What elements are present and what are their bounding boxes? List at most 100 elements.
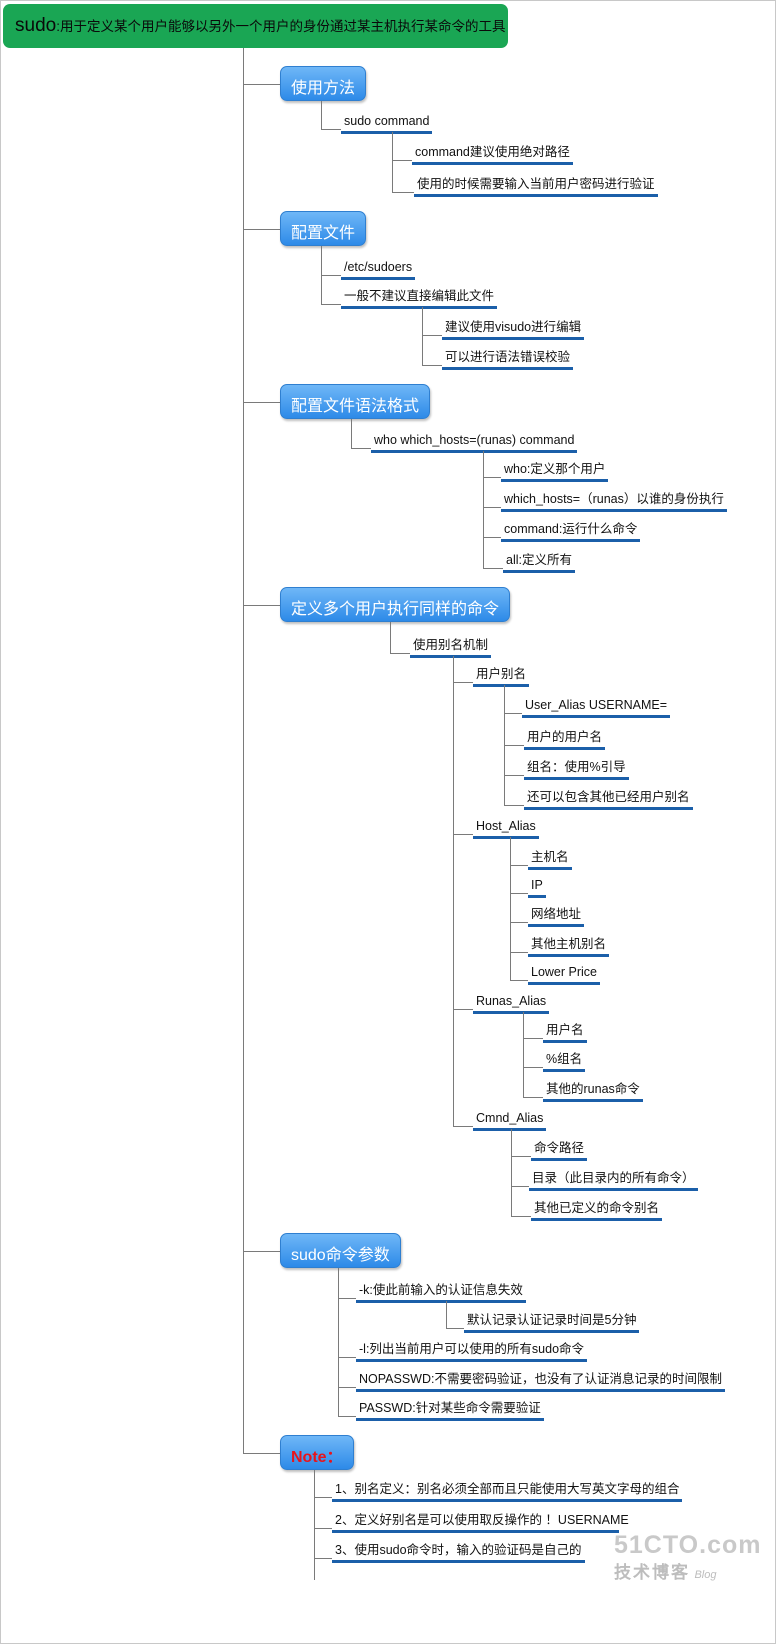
node-other-cmnd-alias[interactable]: 其他已定义的命令别名 (531, 1200, 663, 1221)
node-username[interactable]: 用户的用户名 (524, 729, 606, 750)
connector (483, 537, 501, 538)
connector (511, 1216, 531, 1217)
connector (511, 1129, 512, 1216)
connector (453, 682, 473, 683)
node-runas-other[interactable]: 其他的runas命令 (543, 1081, 643, 1102)
node-host-alias[interactable]: Host_Alias (473, 818, 539, 839)
node-command[interactable]: command:运行什么命令 (501, 521, 641, 542)
connector (243, 605, 280, 606)
node-passwd[interactable]: PASSWD:针对某些命令需要验证 (356, 1400, 544, 1421)
connector (390, 653, 410, 654)
connector (510, 922, 528, 923)
connector (446, 1328, 464, 1329)
connector (338, 1416, 356, 1417)
node-visudo[interactable]: 建议使用visudo进行编辑 (442, 319, 585, 340)
node-user-alias[interactable]: 用户别名 (473, 666, 530, 687)
node-lower-price[interactable]: Lower Price (528, 964, 600, 985)
connector (314, 1528, 332, 1529)
connector (351, 419, 352, 448)
connector (243, 402, 280, 403)
node-runas-alias[interactable]: Runas_Alias (473, 993, 550, 1014)
node-option-l[interactable]: -l:列出当前用户可以使用的所有sudo命令 (356, 1341, 588, 1362)
connector (314, 1558, 332, 1559)
node-nopasswd[interactable]: NOPASSWD:不需要密码验证，也没有了认证消息记录的时间限制 (356, 1371, 725, 1392)
root-node[interactable]: sudo:用于定义某个用户能够以另外一个用户的身份通过某主机执行某命令的工具 (3, 4, 508, 48)
root-lead: sudo (15, 15, 57, 36)
connector (422, 365, 442, 366)
node-which-hosts[interactable]: which_hosts=（runas）以谁的身份执行 (501, 491, 727, 512)
node-all[interactable]: all:定义所有 (503, 552, 575, 573)
node-password[interactable]: 使用的时候需要输入当前用户密码进行验证 (414, 176, 658, 197)
connector (321, 129, 341, 130)
connector (338, 1357, 356, 1358)
topic-sudo-options[interactable]: sudo命令参数 (280, 1233, 401, 1268)
node-five-minutes[interactable]: 默认记录认证记录时间是5分钟 (464, 1312, 640, 1333)
trunk-line (243, 48, 244, 1453)
connector (314, 1470, 315, 1580)
connector (523, 1067, 543, 1068)
node-runas-username[interactable]: 用户名 (543, 1022, 587, 1043)
connector (422, 335, 442, 336)
note-item-2[interactable]: 2、定义好别名是可以使用取反操作的 ！USERNAME (332, 1512, 629, 1533)
node-ip[interactable]: IP (528, 877, 546, 898)
connector (510, 865, 528, 866)
connector (523, 1097, 543, 1098)
connector (243, 1453, 280, 1454)
node-directory[interactable]: 目录（此目录内的所有命令） (529, 1170, 698, 1191)
connector (453, 1126, 473, 1127)
connector (392, 160, 412, 161)
node-syntax-line[interactable]: who which_hosts=(runas) command (371, 432, 578, 453)
connector (243, 84, 280, 85)
connector (338, 1387, 356, 1388)
connector (523, 1038, 543, 1039)
topic-syntax-format[interactable]: 配置文件语法格式 (280, 384, 431, 419)
node-other-host-alias[interactable]: 其他主机别名 (528, 936, 610, 957)
connector (453, 656, 454, 1126)
node-no-direct-edit[interactable]: 一般不建议直接编辑此文件 (341, 288, 498, 309)
connector (390, 622, 391, 653)
watermark-label: 技术博客 (614, 1563, 690, 1582)
connector (504, 805, 524, 806)
node-alias-mechanism[interactable]: 使用别名机制 (410, 637, 492, 658)
topic-note[interactable]: Note： (280, 1435, 354, 1470)
node-etc-sudoers[interactable]: /etc/sudoers (341, 259, 416, 280)
connector (510, 952, 528, 953)
node-option-k[interactable]: -k:使此前输入的认证信息失效 (356, 1282, 526, 1303)
connector (321, 101, 322, 129)
connector (422, 307, 423, 365)
topic-config-file[interactable]: 配置文件 (280, 211, 367, 246)
connector (510, 837, 511, 980)
connector (504, 713, 522, 714)
connector (321, 304, 341, 305)
node-sudo-command[interactable]: sudo command (341, 113, 433, 134)
connector (504, 745, 524, 746)
connector (338, 1298, 356, 1299)
topic-multi-user[interactable]: 定义多个用户执行同样的命令 (280, 587, 511, 622)
node-absolute-path[interactable]: command建议使用绝对路径 (412, 144, 573, 165)
connector (453, 834, 473, 835)
node-runas-group[interactable]: %组名 (543, 1051, 586, 1072)
node-network-address[interactable]: 网络地址 (528, 906, 585, 927)
connector (504, 775, 524, 776)
note-item-1[interactable]: 1、别名定义：别名必须全部而且只能使用大写英文字母的组合 (332, 1481, 683, 1502)
connector (243, 229, 280, 230)
topic-usage[interactable]: 使用方法 (280, 66, 367, 101)
node-hostname[interactable]: 主机名 (528, 849, 572, 870)
node-command-path[interactable]: 命令路径 (531, 1140, 588, 1161)
node-nested-alias[interactable]: 还可以包含其他已经用户别名 (524, 789, 693, 810)
connector (446, 1301, 447, 1328)
node-syntax-check[interactable]: 可以进行语法错误校验 (442, 349, 574, 370)
connector (511, 1156, 531, 1157)
watermark-site: 51CTO.com (614, 1531, 762, 1559)
connector (314, 1497, 332, 1498)
node-user-alias-syntax[interactable]: User_Alias USERNAME= (522, 697, 671, 718)
node-group-name[interactable]: 组名：使用%引导 (524, 759, 629, 780)
connector (351, 448, 371, 449)
root-text: :用于定义某个用户能够以另外一个用户的身份通过某主机执行某命令的工具 (56, 19, 506, 34)
connector (392, 132, 393, 192)
node-who[interactable]: who:定义那个用户 (501, 461, 609, 482)
connector (243, 1251, 280, 1252)
note-item-3[interactable]: 3、使用sudo命令时，输入的验证码是自己的 (332, 1542, 585, 1563)
node-cmnd-alias[interactable]: Cmnd_Alias (473, 1110, 547, 1131)
